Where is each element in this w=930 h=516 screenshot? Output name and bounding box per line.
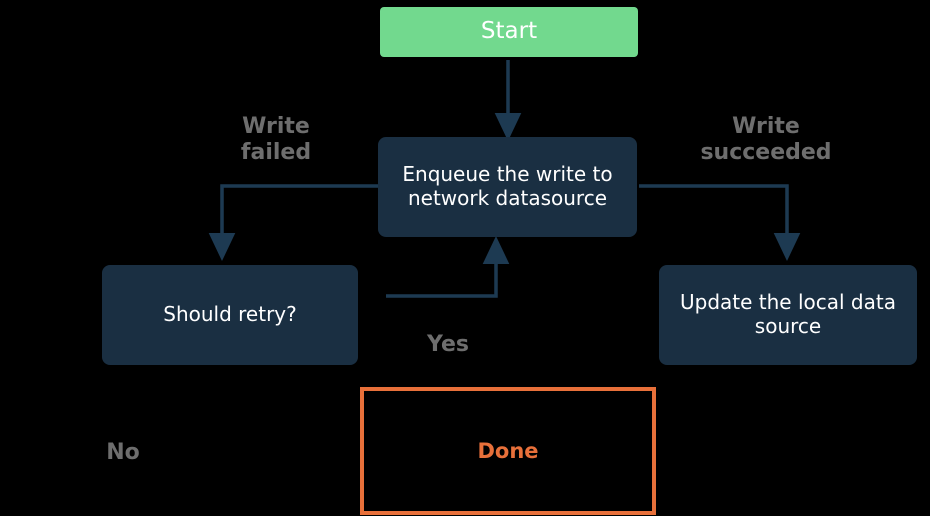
node-enqueue-write[interactable]: Enqueue the write to network datasource [378,137,637,237]
node-update-local-data-source[interactable]: Update the local data source [659,265,917,365]
node-done[interactable]: Done [360,387,656,515]
edge-label-write-failed: Write failed [240,114,312,166]
edge-label-write-succeeded: Write succeeded [700,114,832,166]
node-start[interactable]: Start [380,7,638,57]
edge-retry-yes-to-enqueue [386,236,510,298]
edge-enqueue-to-retry [208,184,378,261]
edge-label-yes: Yes [427,332,469,357]
edge-enqueue-to-update [639,184,801,261]
edge-label-no: No [106,440,140,465]
node-should-retry[interactable]: Should retry? [102,265,358,365]
